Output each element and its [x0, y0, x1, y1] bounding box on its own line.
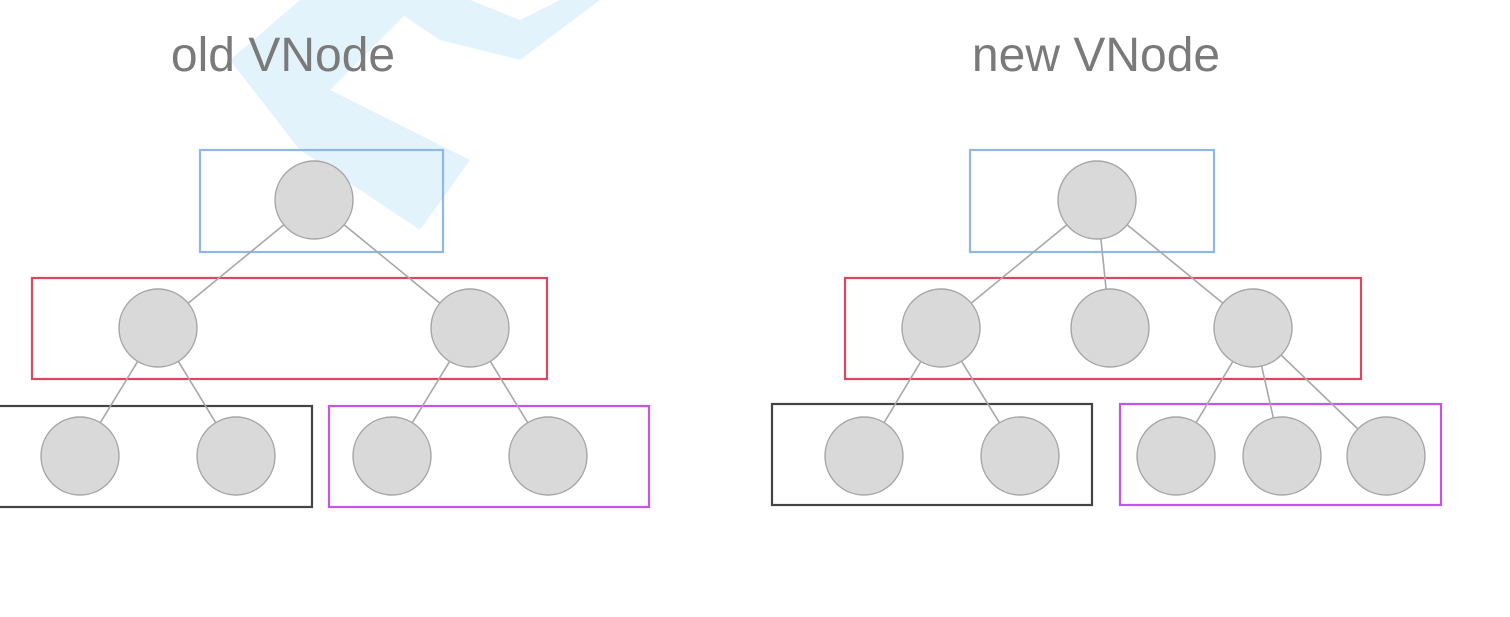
new-child-node: [901, 288, 981, 368]
new-child-level-box: [843, 276, 1363, 381]
new-child-node: [1070, 288, 1150, 368]
old-child-node: [118, 288, 198, 368]
old-edge: [187, 224, 285, 304]
old-child-level-box: [30, 276, 549, 381]
old-root-level-box: [198, 148, 445, 254]
new-leaf-node: [1346, 416, 1426, 496]
level-boxes: [0, 148, 1443, 509]
tree-edges: [99, 224, 1359, 430]
new-edge: [1195, 360, 1234, 424]
old-child-node: [430, 288, 510, 368]
old-left-leaf-group-box: [0, 404, 314, 509]
new-root-level-box: [968, 148, 1216, 254]
watermark: [230, 0, 600, 230]
new-edge: [1100, 238, 1107, 290]
old-edge: [489, 360, 529, 424]
new-right-leaf-group-box: [1118, 402, 1443, 507]
new-edge: [1126, 224, 1224, 304]
old-leaf-node: [508, 416, 588, 496]
old-leaf-node: [352, 416, 432, 496]
new-leaf-node: [980, 416, 1060, 496]
new-leaf-node: [1136, 416, 1216, 496]
new-edge: [883, 360, 922, 424]
new-edge: [1280, 354, 1359, 430]
watermark-shape: [230, 0, 470, 230]
old-edge: [99, 360, 139, 424]
old-right-leaf-group-box: [327, 404, 651, 509]
old-vnode-title: old VNode: [170, 29, 396, 82]
watermark-shape: [380, 0, 600, 60]
new-leaf-node: [824, 416, 904, 496]
new-edge: [960, 360, 1001, 424]
old-leaf-node: [40, 416, 120, 496]
old-leaf-node: [196, 416, 276, 496]
old-root-node: [274, 160, 354, 240]
new-left-leaf-group-box: [770, 402, 1094, 507]
new-edge: [1260, 365, 1275, 419]
tree-nodes: [40, 160, 1426, 496]
old-edge: [343, 224, 441, 304]
watermark-logo: [230, 0, 600, 230]
old-edge: [177, 360, 217, 424]
new-root-node: [1057, 160, 1137, 240]
new-child-node: [1213, 288, 1293, 368]
new-leaf-node: [1242, 416, 1322, 496]
new-edge: [970, 224, 1068, 304]
new-vnode-title: new VNode: [971, 29, 1221, 82]
old-edge: [411, 360, 451, 424]
